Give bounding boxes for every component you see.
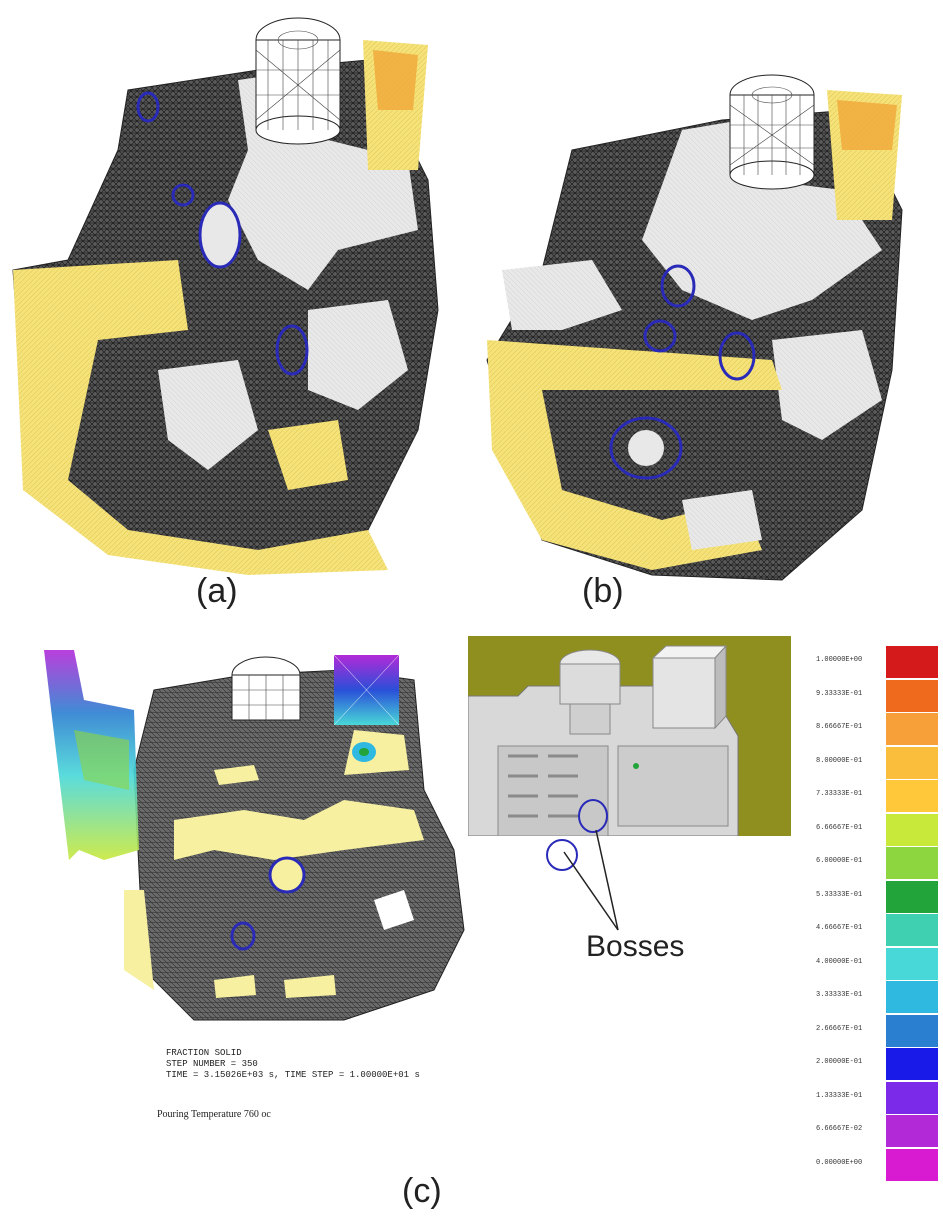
cad-boss-ring-lower	[546, 839, 578, 871]
legend-row: 2.00000E-01	[816, 1048, 940, 1081]
legend-swatch	[886, 914, 938, 946]
legend-label: 8.66667E-01	[816, 723, 863, 731]
legend-row: 5.33333E-01	[816, 880, 940, 914]
legend-row: 8.66667E-01	[816, 713, 940, 746]
legend-swatch	[886, 1048, 938, 1080]
boss-ring-a-4	[275, 324, 309, 376]
legend-row: 7.33333E-01	[816, 780, 940, 813]
boss-ring-a-2	[171, 183, 195, 207]
bosses-callout-lines	[563, 830, 619, 931]
legend-row: 4.00000E-01	[816, 947, 940, 981]
legend-label: 6.66667E-02	[816, 1125, 863, 1133]
legend-label: 1.00000E+00	[816, 656, 863, 664]
liquid-regions-c	[174, 800, 424, 860]
legend-label: 4.00000E-01	[816, 957, 863, 966]
boss-ring-c-1	[268, 856, 306, 894]
legend-label: 7.33333E-01	[816, 790, 863, 798]
legend-swatch	[886, 1081, 938, 1114]
boss-ring-b-2	[643, 319, 677, 353]
legend-row: 4.66667E-01	[816, 914, 940, 947]
legend-swatch	[886, 1014, 938, 1047]
legend-swatch	[886, 1115, 938, 1147]
legend-swatch	[886, 847, 938, 879]
pouring-temperature-note: Pouring Temperature 760 oc	[157, 1109, 271, 1120]
legend-row: 1.00000E+00	[816, 646, 940, 679]
riser-cylinder-b	[729, 74, 815, 190]
legend-row: 1.33333E-01	[816, 1081, 940, 1115]
simulation-info-line1: FRACTION SOLID	[166, 1048, 242, 1058]
simulation-info-line2: STEP NUMBER = 350	[166, 1059, 258, 1069]
bosses-label: Bosses	[586, 930, 685, 963]
legend-label: 4.66667E-01	[816, 924, 863, 932]
boss-ring-a-3	[198, 201, 242, 269]
riser-cylinder-c	[231, 656, 301, 721]
panel-b-label: (b)	[582, 572, 624, 610]
legend-row: 3.33333E-01	[816, 981, 940, 1014]
legend-row: 8.00000E-01	[816, 746, 940, 780]
boss-ring-b-3	[718, 331, 756, 381]
riser-cylinder-a	[255, 17, 341, 145]
legend-swatch	[886, 880, 938, 913]
boss-ring-b-1	[660, 264, 696, 308]
legend-label: 5.33333E-01	[816, 890, 863, 899]
simulation-info-line3: TIME = 3.15026E+03 s, TIME STEP = 1.0000…	[166, 1070, 420, 1080]
legend-label: 1.33333E-01	[816, 1091, 863, 1100]
legend-swatch	[886, 746, 938, 779]
casting-simulation-b	[486, 74, 903, 581]
legend-label: 3.33333E-01	[816, 991, 863, 999]
panel-a-label: (a)	[196, 572, 238, 610]
cad-boss-ring-1	[578, 799, 608, 833]
legend-row: 9.33333E-01	[816, 679, 940, 713]
panel-c-label: (c)	[402, 1172, 442, 1210]
cad-render-c	[468, 636, 791, 836]
legend-row: 0.00000E+00	[816, 1148, 940, 1182]
casting-simulation-a	[12, 17, 439, 575]
legend-swatch	[886, 1148, 938, 1181]
casting-simulation-c	[44, 650, 465, 1021]
legend-row: 2.66667E-01	[816, 1014, 940, 1048]
legend-swatch	[886, 813, 938, 846]
legend-swatch	[886, 679, 938, 712]
legend-swatch	[886, 981, 938, 1013]
legend-swatch	[886, 646, 938, 678]
legend-row: 6.66667E-02	[816, 1115, 940, 1148]
legend-label: 9.33333E-01	[816, 689, 863, 698]
legend-row: 6.00000E-01	[816, 847, 940, 880]
legend-label: 2.66667E-01	[816, 1024, 863, 1033]
boss-ring-b-4	[609, 416, 683, 480]
legend-label: 0.00000E+00	[816, 1158, 863, 1167]
boss-ring-c-2	[230, 921, 256, 951]
legend-swatch	[886, 947, 938, 980]
liquid-region-a	[13, 260, 388, 575]
legend-swatch	[886, 780, 938, 812]
solid-region-b	[642, 120, 882, 320]
legend-label: 6.66667E-01	[816, 823, 863, 832]
legend-label: 6.00000E-01	[816, 857, 863, 865]
legend-row: 6.66667E-01	[816, 813, 940, 847]
legend-label: 8.00000E-01	[816, 756, 863, 765]
simulation-info: FRACTION SOLID STEP NUMBER = 350 TIME = …	[166, 1048, 420, 1081]
legend-swatch	[886, 713, 938, 745]
legend-label: 2.00000E-01	[816, 1058, 863, 1066]
boss-ring-a-1	[136, 91, 160, 123]
